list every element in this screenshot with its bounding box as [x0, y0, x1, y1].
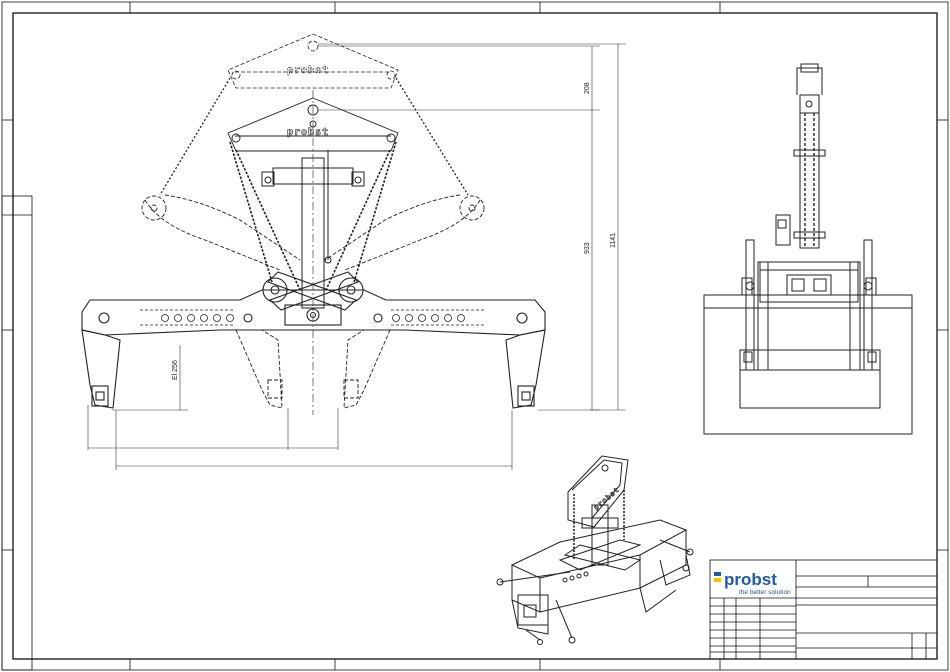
revision-strip — [2, 196, 32, 670]
logo-mark-icon — [714, 572, 721, 576]
logo-tagline: the better solution — [739, 589, 791, 596]
front-view: probst probst — [82, 34, 545, 415]
side-view — [704, 64, 912, 434]
upper-lifting-triangle — [228, 34, 398, 88]
dim-208-label: 208 — [584, 82, 591, 94]
central-shaft — [262, 90, 364, 415]
outer-clamp-legs — [82, 330, 545, 408]
upper-triangle-brand: probst — [287, 65, 329, 76]
dim-el256-label: El 256 — [172, 360, 179, 380]
logo-mark-accent-icon — [714, 578, 721, 582]
dim-1141-label: 1141 — [610, 233, 617, 248]
scissor-arms-open — [145, 195, 480, 270]
horizontal-beam — [82, 290, 545, 335]
logo-wordmark: probst — [724, 570, 777, 589]
probst-logo: probst the better solution — [714, 570, 791, 596]
dim-933-label: 933 — [584, 242, 591, 254]
front-view-dimensions — [88, 44, 626, 470]
isometric-view: probst — [497, 456, 693, 645]
lower-triangle-brand: probst — [287, 127, 329, 138]
